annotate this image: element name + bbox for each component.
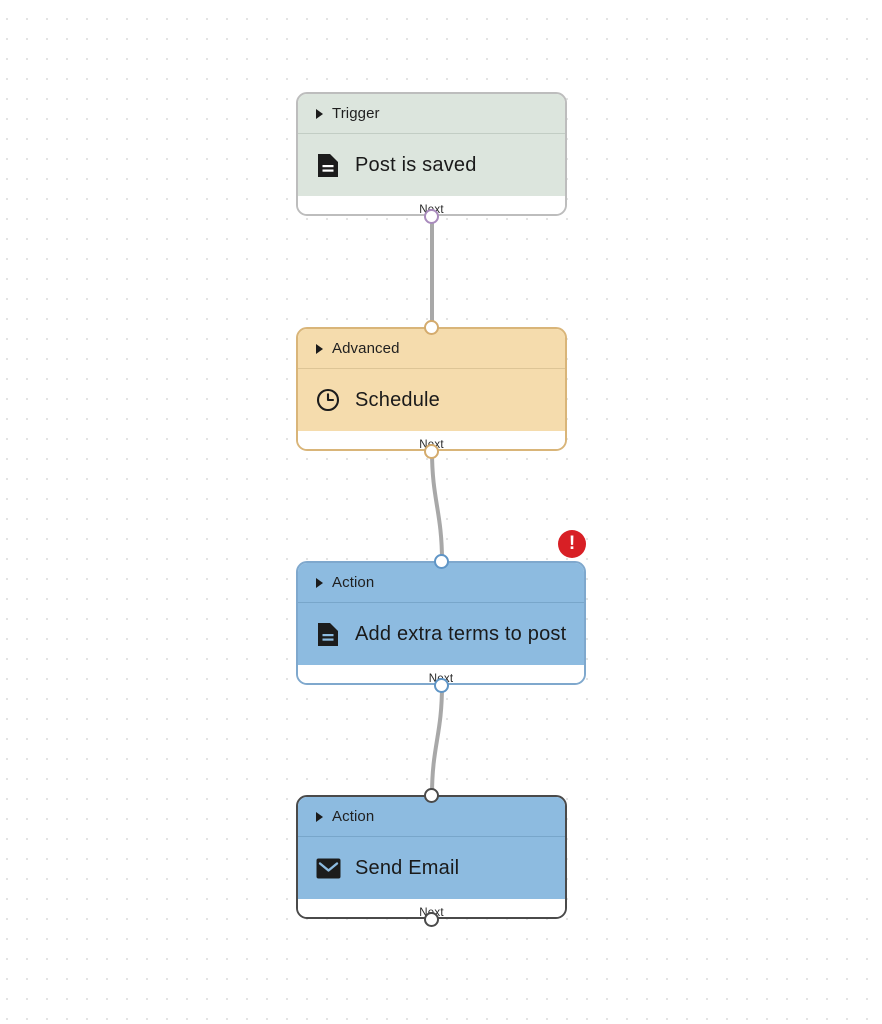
node-advanced-schedule[interactable]: Advanced Schedule Next — [296, 327, 567, 451]
node-body-action[interactable]: Add extra terms to post — [298, 603, 584, 665]
node-title: Schedule — [355, 388, 440, 411]
input-port-advanced[interactable] — [424, 320, 439, 335]
node-category-label: Action — [332, 808, 375, 825]
node-category-label: Trigger — [332, 105, 380, 122]
output-port-send-email[interactable] — [424, 912, 439, 927]
edge-action-terms-to-send-email — [430, 683, 444, 797]
chevron-right-icon[interactable] — [316, 577, 323, 588]
output-port-advanced[interactable] — [424, 444, 439, 459]
node-action-send-email[interactable]: Action Send Email Next — [296, 795, 567, 919]
node-body-advanced[interactable]: Schedule — [298, 369, 565, 431]
document-icon — [315, 621, 341, 647]
output-port-trigger[interactable] — [424, 209, 439, 224]
input-port-send-email[interactable] — [424, 788, 439, 803]
chevron-right-icon[interactable] — [316, 343, 323, 354]
node-category-label: Advanced — [332, 340, 400, 357]
node-category-label: Action — [332, 574, 375, 591]
error-badge-symbol: ! — [568, 533, 576, 554]
node-title: Send Email — [355, 856, 460, 879]
node-divider — [298, 133, 565, 134]
node-title: Post is saved — [355, 153, 477, 176]
node-divider — [298, 602, 584, 603]
node-header-action[interactable]: Action — [298, 563, 584, 602]
node-body-trigger[interactable]: Post is saved — [298, 134, 565, 196]
chevron-right-icon[interactable] — [316, 811, 323, 822]
envelope-icon — [315, 855, 341, 881]
chevron-right-icon[interactable] — [316, 108, 323, 119]
clock-icon — [315, 387, 341, 413]
node-header-advanced[interactable]: Advanced — [298, 329, 565, 368]
node-divider — [298, 368, 565, 369]
node-header-action[interactable]: Action — [298, 797, 565, 836]
node-action-add-extra-terms-to-post[interactable]: Action Add extra terms to post Next — [296, 561, 586, 685]
node-trigger-post-is-saved[interactable]: Trigger Post is saved Next — [296, 92, 567, 216]
node-header-trigger[interactable]: Trigger — [298, 94, 565, 133]
error-badge[interactable]: ! — [558, 530, 586, 558]
output-port-action-terms[interactable] — [434, 678, 449, 693]
node-body-action[interactable]: Send Email — [298, 837, 565, 899]
node-title: Add extra terms to post — [355, 622, 567, 645]
node-divider — [298, 836, 565, 837]
document-icon — [315, 152, 341, 178]
input-port-action-terms[interactable] — [434, 554, 449, 569]
edge-advanced-to-action-terms — [430, 449, 444, 563]
